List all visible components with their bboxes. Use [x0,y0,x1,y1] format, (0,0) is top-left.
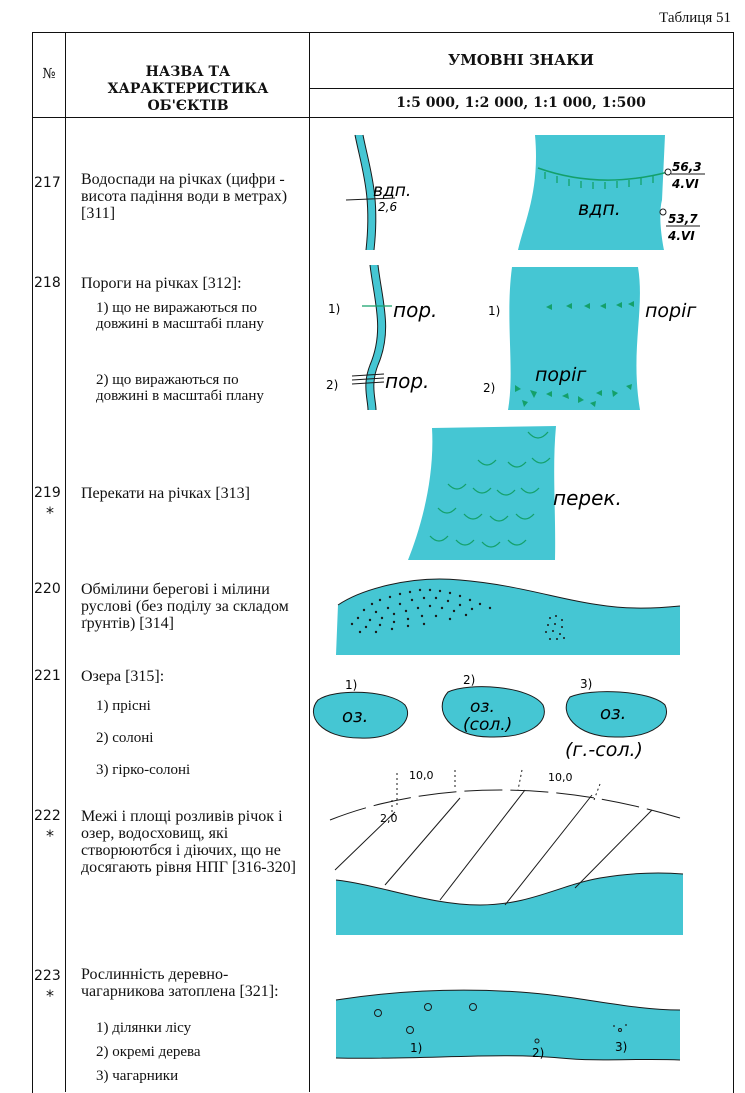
lake-bitter-label: оз. [600,703,626,724]
header-name: НАЗВА ТА ХАРАКТЕРИСТИКА ОБ'ЄКТІВ [107,64,269,114]
rapids-narrow-marker-1: 1) [328,302,340,316]
rapids-wide-label-2: поріг [535,364,587,386]
waterfall-narrow-symbol: вдп. 2,6 [345,134,411,251]
col-divider-1 [65,32,66,1092]
rapids-narrow-marker-2: 2) [326,378,338,392]
waterfall-elev-top: 56,3 [672,160,702,174]
row-223-sub-2: 2) окремі дерева [96,1044,201,1060]
table-label: Таблиця 51 [659,10,731,26]
lake-marker-2: 2) [463,673,475,687]
row-221-sub-3: 3) гірко-солоні [96,762,191,778]
shoals-symbol [336,578,681,655]
row-218-desc: Пороги на річках [312]: [81,275,242,292]
header-scales: 1:5 000, 1:2 000, 1:1 000, 1:500 [396,95,646,111]
table-frame [32,32,734,1093]
row-223-desc: Рослинність деревно-чагарникова затоплен… [81,966,279,1000]
row-217-desc: Водоспади на річках (цифри - висота паді… [81,171,288,222]
lakes-symbol: 1) 2) 3) оз. оз. (сол.) оз. (г.-сол.) [313,673,667,761]
waterfall-date-top: 4.VI [671,177,699,191]
flood-limits-symbol: 10,0 2,0 10,0 [329,769,684,935]
flood-level-1: 10,0 [409,769,434,782]
rapids-wide-marker-2: 2) [483,381,495,395]
flood-level-2: 2,0 [380,812,398,825]
rapids-narrow-label-2: пор. [385,369,429,393]
row-219-num: 219* [34,485,61,522]
row-219-desc: Перекати на річках [313] [81,485,250,502]
row-223-sub-1: 1) ділянки лісу [96,1020,192,1036]
waterfall-wide-symbol: вдп. 56,3 4.VI 53,7 4.VI [518,135,705,250]
row-222-desc: Межі і площі розливів річок і озер, водо… [81,808,296,876]
row-221-sub-1: 1) прісні [96,698,151,714]
lake-salt-label: оз. [470,697,495,717]
waterfall-narrow-value: 2,6 [378,200,397,214]
flooded-vegetation-symbol: 1) 2) 3) [335,989,681,1061]
flood-level-3: 10,0 [548,771,573,784]
col-divider-2 [309,32,310,1092]
riffles-label: перек. [553,486,622,510]
rapids-wide-label-1: поріг [645,300,697,322]
row-223-sub-3: 3) чагарники [96,1068,179,1084]
waterfall-wide-label: вдп. [578,198,621,220]
row-223-num: 223* [34,968,61,1005]
veg-marker-3: 3) [615,1040,627,1054]
row-218-num: 218 [34,275,61,291]
row-220-num: 220 [34,581,61,597]
lake-marker-1: 1) [345,678,357,692]
header-num: № [42,66,56,82]
rapids-narrow-label-1: пор. [393,298,437,322]
rapids-wide-marker-1: 1) [488,304,500,318]
veg-marker-2: 2) [532,1046,544,1060]
row-221-desc: Озера [315]: [81,668,165,685]
rapids-narrow-symbol: 1) 2) пор. пор. [326,264,437,411]
riffles-symbol: перек. [408,426,622,560]
row-220-desc: Обмілини берегові і мілини руслові (без … [81,581,289,632]
rapids-wide-symbol: 1) 2) поріг поріг [483,267,697,410]
waterfall-date-bottom: 4.VI [667,229,695,243]
row-221-num: 221 [34,668,61,684]
row-221-sub-2: 2) солоні [96,730,154,746]
waterfall-narrow-label: вдп. [373,181,411,201]
row-222-num: 222* [34,808,61,845]
lake-fresh-label: оз. [342,706,368,727]
row-218-sub-2: 2) що виражаються по довжині в масштабі … [96,372,264,404]
header-signs: УМОВНІ ЗНАКИ [448,51,594,69]
lake-salt-sublabel: (сол.) [463,715,512,735]
header-divider [309,88,733,89]
lake-bitter-sublabel: (г.-сол.) [565,739,643,761]
row-217-num: 217 [34,175,61,191]
veg-marker-1: 1) [410,1041,422,1055]
waterfall-elev-bottom: 53,7 [668,212,698,226]
row-218-sub-1: 1) що не виражаються по довжині в масшта… [96,300,264,332]
lake-marker-3: 3) [580,677,592,691]
header-bottom [32,117,733,118]
